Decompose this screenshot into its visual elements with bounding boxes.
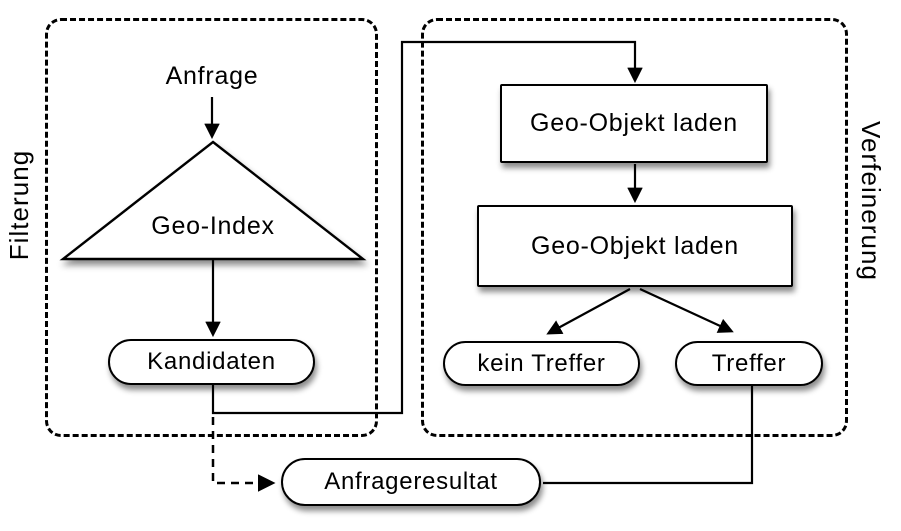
node-geo-index-label: Geo-Index bbox=[151, 212, 275, 240]
edge-treffer-anfrageresultat bbox=[543, 386, 754, 485]
refinement-section-label: Verfeinerung bbox=[856, 121, 886, 281]
node-kandidaten: Kandidaten bbox=[108, 339, 315, 385]
edge-loadbox2-keintreffer bbox=[546, 288, 631, 335]
geo-index-triangle bbox=[59, 140, 367, 261]
edge-loadbox2-treffer bbox=[639, 288, 734, 333]
node-anfrageresultat: Anfrageresultat bbox=[281, 458, 541, 506]
edge-kandidaten-anfrageresultat-dashed bbox=[211, 417, 276, 492]
node-treffer: Treffer bbox=[675, 341, 823, 386]
node-load-geo-object-2: Geo-Objekt laden bbox=[477, 205, 793, 287]
filtering-section-box bbox=[45, 18, 378, 437]
node-load-geo-object-1: Geo-Objekt laden bbox=[500, 84, 768, 163]
filtering-section-label: Filterung bbox=[4, 149, 34, 261]
edge-kandidaten-loadbox1 bbox=[211, 40, 643, 415]
refinement-section-box bbox=[421, 18, 848, 437]
node-kein-treffer: kein Treffer bbox=[443, 341, 640, 386]
node-anfrage-label: Anfrage bbox=[165, 62, 259, 90]
